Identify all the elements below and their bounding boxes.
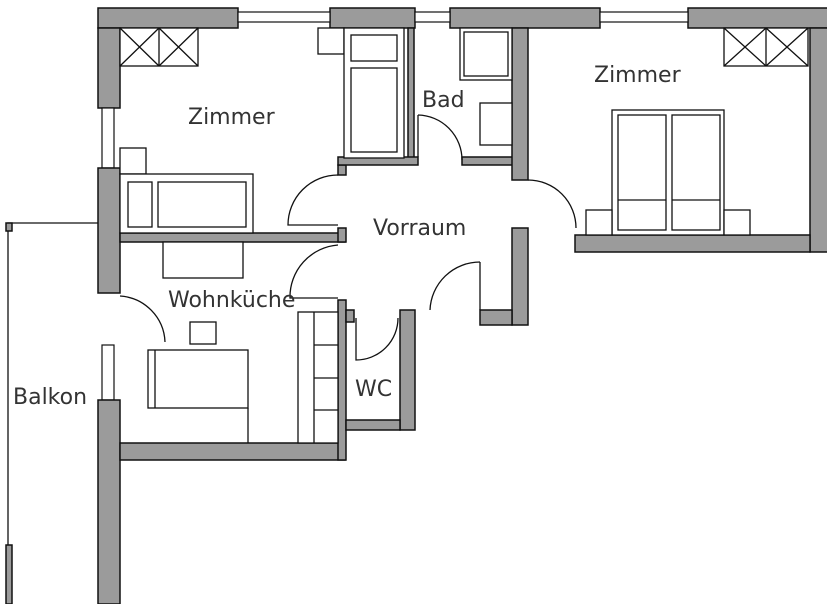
balcony: [5, 222, 98, 604]
room-labels: Zimmer Bad Zimmer Vorraum Wohnküche WC B…: [13, 63, 682, 410]
furniture: [119, 27, 809, 444]
room-label-balkon: Balkon: [13, 385, 87, 410]
walls: [97, 7, 827, 604]
room-label-wohnkueche: Wohnküche: [168, 288, 295, 313]
room-label-vorraum: Vorraum: [373, 216, 466, 241]
room-label-bad: Bad: [422, 88, 465, 113]
room-label-zimmer-right: Zimmer: [594, 63, 682, 88]
room-label-wc: WC: [355, 377, 392, 402]
room-label-zimmer-left: Zimmer: [188, 105, 276, 130]
doors: [119, 114, 577, 361]
